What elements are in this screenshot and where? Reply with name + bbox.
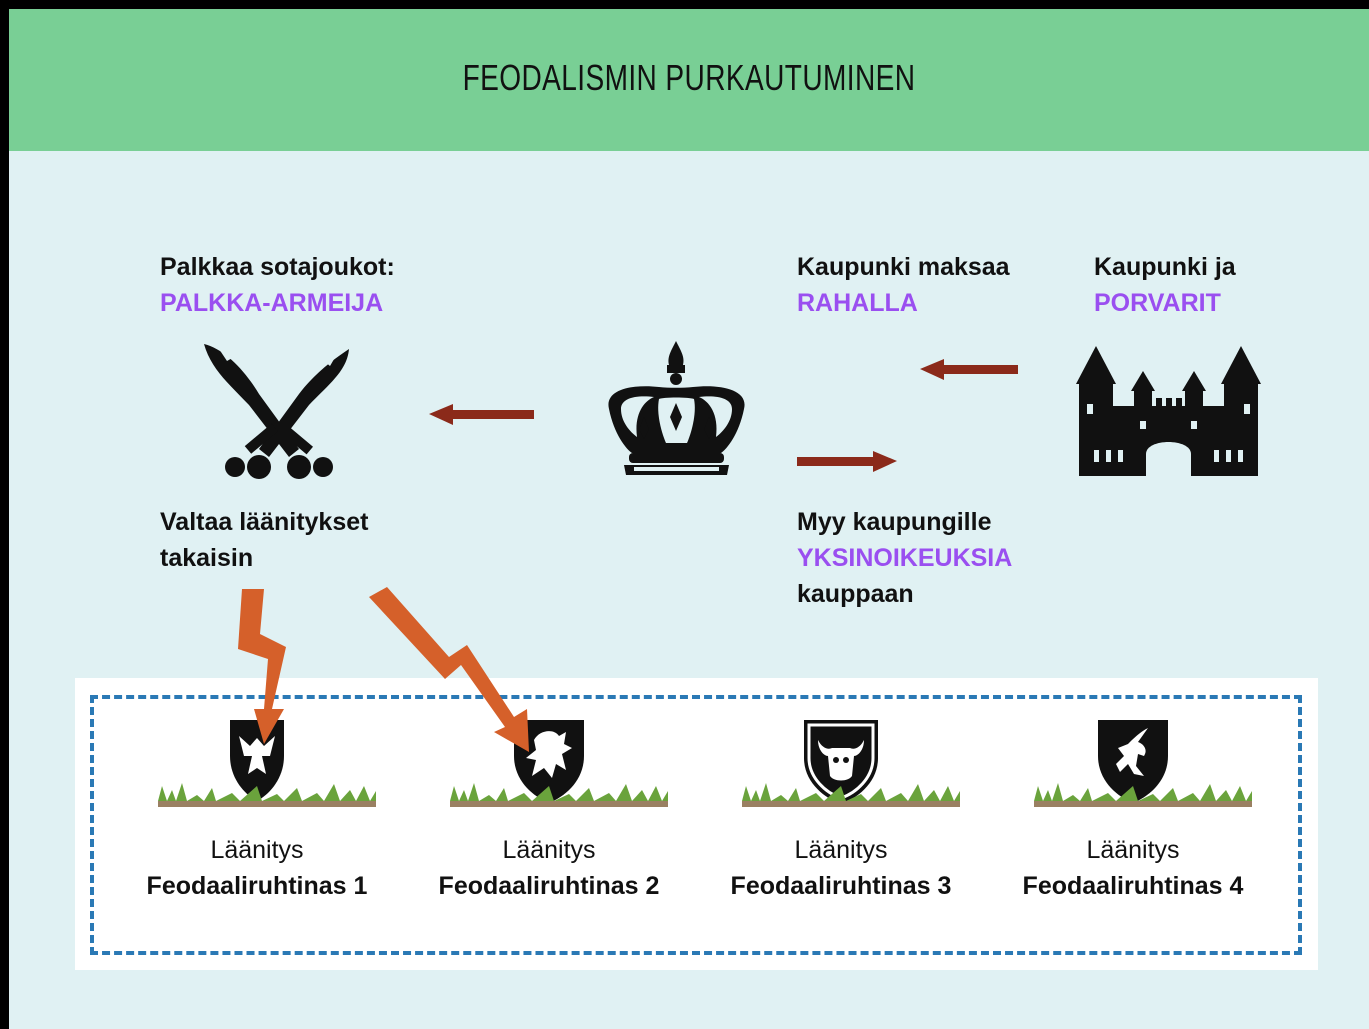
- mercenary-highlight: PALKKA-ARMEIJA: [160, 289, 384, 317]
- fief-3-grant: Läänitys: [794, 836, 888, 864]
- reclaim-text-2: takaisin: [160, 544, 254, 572]
- diagram-frame: FEODALISMIN PURKAUTUMINEN Palkkaa sotajo…: [9, 9, 1369, 1029]
- city-pays-highlight: RAHALLA: [797, 289, 918, 317]
- fiefs-dashed-border: [90, 695, 1302, 955]
- fief-3-lord: Feodaaliruhtinas 3: [730, 872, 952, 900]
- fief-2-grant: Läänitys: [502, 836, 596, 864]
- eagle-icon: [158, 720, 376, 807]
- arrow-left-to-army: [429, 404, 534, 425]
- fief-4: Läänitys Feodaaliruhtinas 4: [988, 698, 1278, 904]
- fief-4-lord: Feodaaliruhtinas 4: [1022, 872, 1244, 900]
- mercenary-text: Palkkaa sotajoukot:: [160, 253, 395, 281]
- page-title: FEODALISMIN PURKAUTUMINEN: [462, 57, 916, 98]
- city-label: Kaupunki ja PORVARIT: [1094, 249, 1236, 321]
- reclaim-label: Valtaa läänitykset takaisin: [160, 504, 368, 576]
- city-pays-label: Kaupunki maksaa RAHALLA: [797, 249, 1010, 321]
- monopoly-text-1: Myy kaupungille: [797, 508, 992, 536]
- unicorn-icon: [1034, 720, 1252, 807]
- bull-icon: [742, 720, 960, 807]
- lion-icon: [450, 720, 668, 807]
- monopoly-label: Myy kaupungille YKSINOIKEUKSIA kauppaan: [797, 504, 1012, 612]
- fief-3: Läänitys Feodaaliruhtinas 3: [696, 698, 986, 904]
- lightning-bolt-icon: [369, 587, 529, 752]
- fief-4-grant: Läänitys: [1086, 836, 1180, 864]
- fief-1-lord: Feodaaliruhtinas 1: [146, 872, 368, 900]
- mercenary-label: Palkkaa sotajoukot: PALKKA-ARMEIJA: [160, 249, 395, 321]
- city-pays-text: Kaupunki maksaa: [797, 253, 1010, 281]
- crown-icon: [608, 341, 745, 475]
- monopoly-highlight: YKSINOIKEUKSIA: [797, 544, 1013, 572]
- city-text: Kaupunki ja: [1094, 253, 1236, 281]
- reclaim-text-1: Valtaa läänitykset: [160, 508, 369, 536]
- crossed-swords-icon: [204, 344, 349, 479]
- fief-2: Läänitys Feodaaliruhtinas 2: [404, 698, 694, 904]
- arrow-left-to-king: [920, 359, 1018, 380]
- fiefs-panel: Läänitys Feodaaliruhtinas 1 Läänitys Feo…: [75, 678, 1318, 970]
- city-highlight: PORVARIT: [1094, 289, 1221, 317]
- monopoly-text-3: kauppaan: [797, 580, 914, 608]
- arrow-right-to-city: [797, 451, 897, 472]
- fief-2-lord: Feodaaliruhtinas 2: [438, 872, 660, 900]
- header-bar: FEODALISMIN PURKAUTUMINEN: [9, 9, 1369, 151]
- fief-1-grant: Läänitys: [210, 836, 304, 864]
- fief-1: Läänitys Feodaaliruhtinas 1: [112, 698, 402, 904]
- lightning-bolt-icon: [238, 589, 286, 744]
- castle-icon: [1076, 346, 1261, 476]
